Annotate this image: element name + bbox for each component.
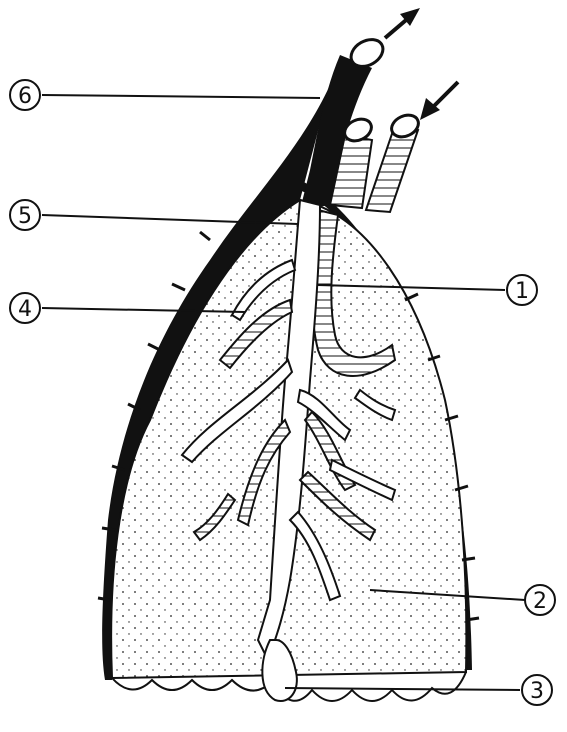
label-5: 5 xyxy=(10,200,40,230)
airflow-arrows xyxy=(385,8,458,120)
svg-text:5: 5 xyxy=(18,204,32,229)
label-3: 3 xyxy=(522,675,552,705)
svg-text:4: 4 xyxy=(18,297,32,322)
label-1: 1 xyxy=(507,275,537,305)
svg-text:1: 1 xyxy=(515,279,529,304)
svg-text:3: 3 xyxy=(530,679,544,704)
svg-text:2: 2 xyxy=(533,589,547,614)
label-6: 6 xyxy=(10,80,40,110)
label-2: 2 xyxy=(525,585,555,615)
svg-text:6: 6 xyxy=(18,84,32,109)
label-4: 4 xyxy=(10,293,40,323)
